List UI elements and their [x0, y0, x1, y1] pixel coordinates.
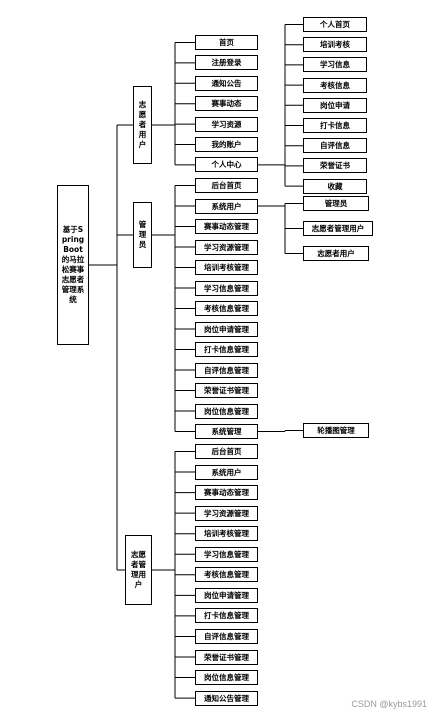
sub-item-node: 岗位申请: [303, 97, 367, 113]
item-node: 打卡信息管理: [195, 608, 258, 624]
sub-item-node: 志愿者用户: [303, 246, 369, 261]
sub-item-node: 个人首页: [303, 17, 367, 32]
item-node: 培训考核管理: [195, 526, 258, 542]
branch-node: 志愿者管理用户: [125, 535, 152, 605]
item-node: 自评信息管理: [195, 628, 258, 644]
item-node: 赛事动态管理: [195, 485, 258, 501]
sub-item-node: 考核信息: [303, 77, 367, 93]
item-node: 荣誉证书管理: [195, 383, 258, 398]
item-node: 通知公告: [195, 75, 258, 91]
item-node: 学习信息管理: [195, 546, 258, 562]
item-node: 系统管理: [195, 424, 258, 439]
sub-item-node: 志愿者管理用户: [303, 221, 373, 236]
item-node: 学习信息管理: [195, 280, 258, 296]
branch-node: 志愿者用户: [133, 86, 152, 164]
sub-item-node: 管理员: [303, 196, 369, 211]
item-node: 岗位信息管理: [195, 403, 258, 419]
sub-item-node: 打卡信息: [303, 118, 367, 133]
item-node: 通知公告管理: [195, 690, 258, 706]
item-node: 考核信息管理: [195, 567, 258, 583]
item-node: 系统用户: [195, 464, 258, 480]
sub-item-node: 培训考核: [303, 37, 367, 53]
item-node: 岗位申请管理: [195, 587, 258, 603]
item-node: 学习资源管理: [195, 239, 258, 255]
sub-item-node: 轮播图管理: [303, 423, 369, 438]
item-node: 赛事动态管理: [195, 219, 258, 234]
sub-item-node: 自评信息: [303, 138, 367, 154]
item-node: 培训考核管理: [195, 260, 258, 275]
item-node: 岗位申请管理: [195, 321, 258, 337]
root-node: 基于Spring Boot的马拉松赛事志愿者管理系统: [57, 185, 89, 345]
item-node: 学习资源管理: [195, 505, 258, 521]
item-node: 岗位信息管理: [195, 670, 258, 686]
watermark: CSDN @kybs1991: [351, 699, 427, 709]
sub-item-node: 收藏: [303, 178, 367, 194]
branch-node: 管理员: [133, 202, 152, 268]
item-node: 自评信息管理: [195, 362, 258, 378]
sub-item-node: 学习信息: [303, 57, 367, 73]
sub-item-node: 荣誉证书: [303, 158, 367, 174]
item-node: 个人中心: [195, 157, 258, 173]
item-node: 荣誉证书管理: [195, 649, 258, 665]
item-node: 系统用户: [195, 198, 258, 214]
item-node: 注册登录: [195, 55, 258, 71]
item-node: 打卡信息管理: [195, 342, 258, 357]
item-node: 赛事动态: [195, 96, 258, 112]
item-node: 首页: [195, 35, 258, 50]
item-node: 学习资源: [195, 116, 258, 132]
item-node: 考核信息管理: [195, 301, 258, 316]
item-node: 后台首页: [195, 178, 258, 193]
item-node: 后台首页: [195, 444, 258, 459]
item-node: 我的账户: [195, 137, 258, 152]
